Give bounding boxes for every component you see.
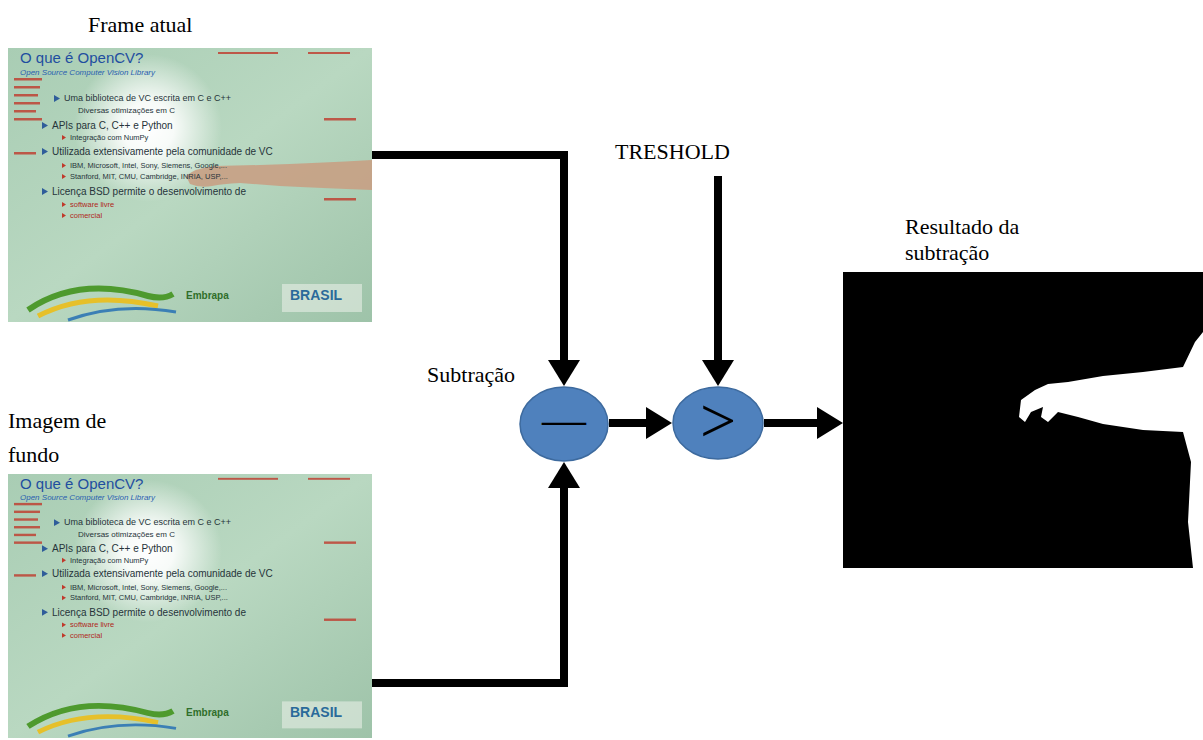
slide-text: APIs para C, C++ e Python [52,543,173,554]
slide-text: Diversas otimizações em C [78,531,175,540]
image-heading: Frame atual [88,12,192,38]
slide-text: Integração com NumPy [70,134,148,142]
slide-text: software livre [70,201,114,209]
operator-circle-shape [520,387,608,461]
arm [186,160,372,190]
slide-text: Utilizada extensivamente pela comunidade… [52,568,273,579]
slide-text: Uma biblioteca de VC escrita em C e C++ [64,94,231,104]
flow-arrow [372,155,564,360]
frame-photo [8,48,372,322]
slide-text: Licença BSD permite o desenvolvimento de [52,186,246,197]
slide-text: BRASIL [290,705,342,720]
result-mask [843,272,1203,568]
threshold-text: TRESHOLD [615,138,734,166]
operator-symbol: — [542,398,586,450]
arm-silhouette [1019,332,1203,568]
slide-text: Embrapa [186,707,229,718]
slide-text: BRASIL [290,288,342,303]
slide-text: O que é OpenCV? [20,50,143,67]
operator-circle-shape [673,387,763,459]
slide-text: Open Source Computer Vision Library [20,494,155,503]
flow-arrow [764,419,817,427]
image-heading: Imagem de fundo [8,404,138,472]
slide-text: IBM, Microsoft, Intel, Sony, Siemens, Go… [70,584,227,592]
slide-text: IBM, Microsoft, Intel, Sony, Siemens, Go… [70,162,227,170]
background-image: Imagem de fundo [8,474,372,738]
slide-text: Stanford, MIT, CMU, Cambridge, INRIA, US… [70,594,228,602]
slide-text: Integração com NumPy [70,557,148,565]
slide-text: O que é OpenCV? [20,476,143,493]
slide-text: comercial [70,632,102,640]
result-image: Resultado da subtração [843,272,1203,568]
slide-text: APIs para C, C++ e Python [52,120,173,131]
threshold-operator: > [672,386,764,460]
flow-arrow [609,419,646,427]
flow-arrow [714,176,722,360]
operator-circle [519,386,609,462]
operator-caption: Subtração [427,362,515,388]
image-heading: Resultado da subtração [905,214,1080,266]
slide-text: Licença BSD permite o desenvolvimento de [52,607,246,618]
frame-image: Frame atual [8,48,372,322]
background-photo [8,474,372,738]
operator-symbol: > [700,389,736,457]
slide-text: Diversas otimizações em C [78,107,175,116]
slide-text: Stanford, MIT, CMU, Cambridge, INRIA, US… [70,173,228,181]
flow-arrow [372,488,564,683]
threshold-input: TRESHOLD [615,138,734,170]
slide-text: comercial [70,212,102,220]
slide-text: software livre [70,621,114,629]
slide-text: Open Source Computer Vision Library [20,69,155,78]
slide-text: Utilizada extensivamente pela comunidade… [52,146,273,157]
slide-text: Uma biblioteca de VC escrita em C e C++ [64,518,231,528]
slide-text: Embrapa [186,290,229,301]
operator-circle [672,386,764,460]
subtract-operator: —Subtração [519,386,609,462]
